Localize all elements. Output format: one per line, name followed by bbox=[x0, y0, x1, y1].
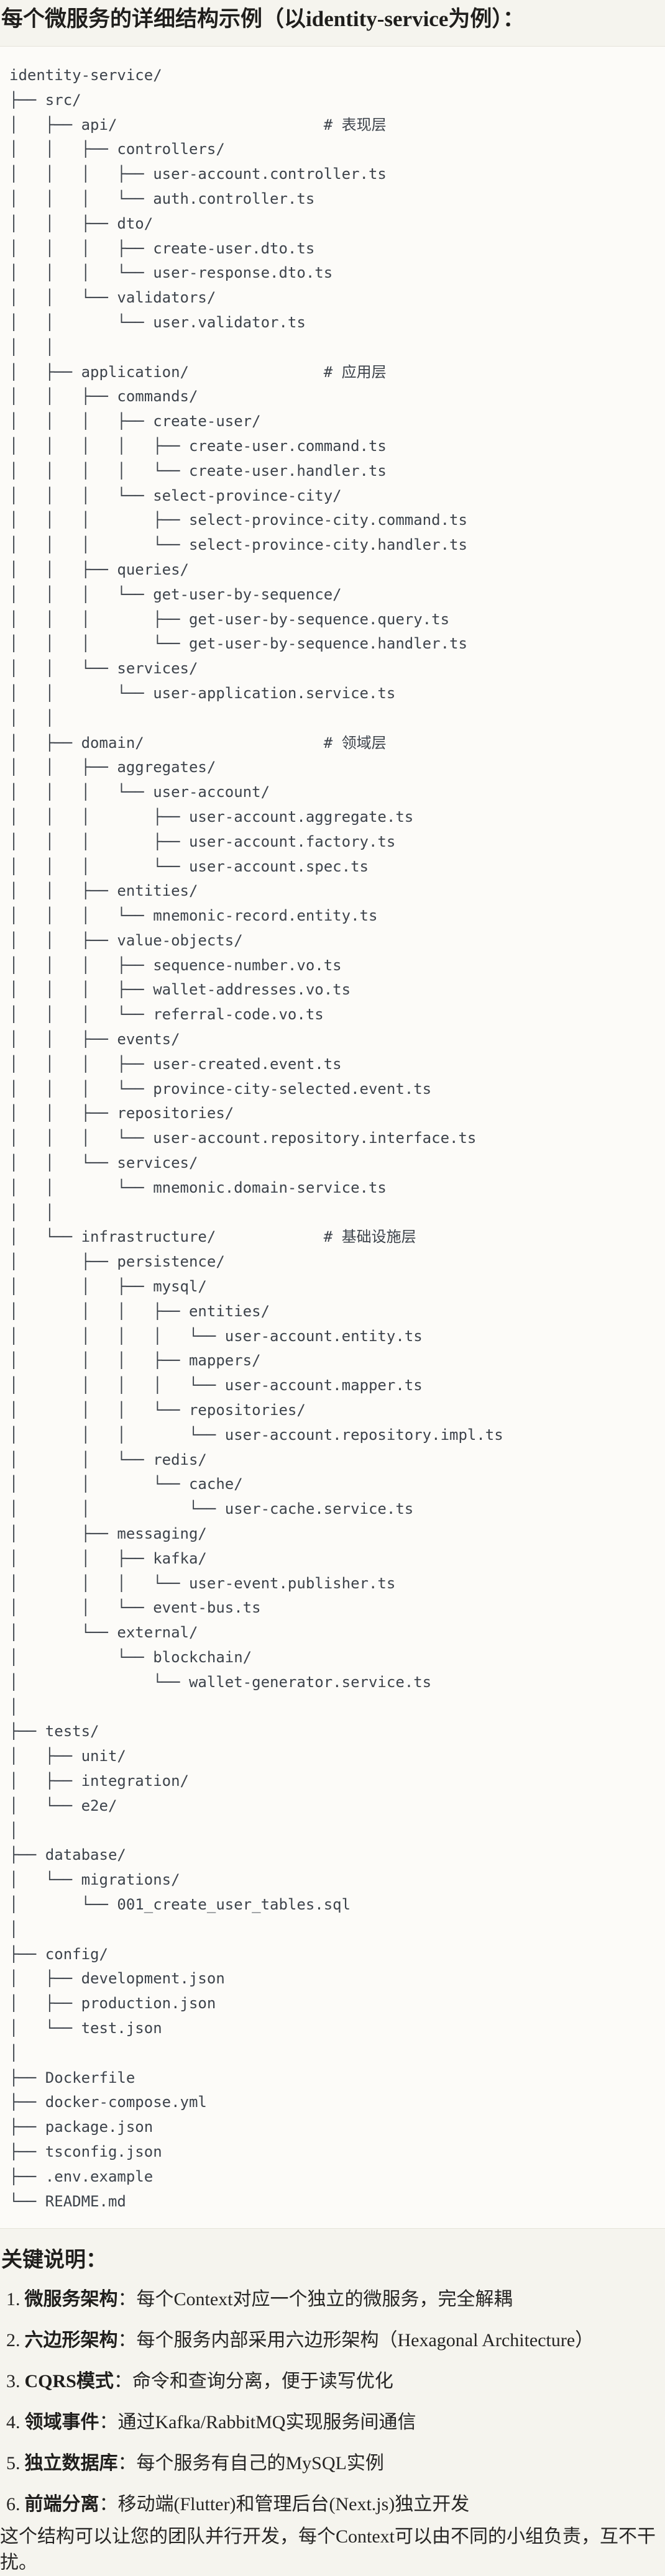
note-list-item: 4.领域事件：通过Kafka/RabbitMQ实现服务间通信 bbox=[6, 2410, 665, 2436]
note-item-number: 5. bbox=[6, 2453, 21, 2474]
note-item-description: 通过Kafka/RabbitMQ实现服务间通信 bbox=[117, 2412, 416, 2433]
note-item-term: 领域事件 bbox=[24, 2412, 99, 2433]
directory-tree-text: identity-service/ ├── src/ │ ├── api/ # … bbox=[9, 66, 503, 2210]
note-list-item: 5.独立数据库：每个服务有自己的MySQL实例 bbox=[6, 2451, 665, 2477]
notes-list: 1.微服务架构：每个Context对应一个独立的微服务，完全解耦 2.六边形架构… bbox=[0, 2287, 665, 2518]
note-item-number: 6. bbox=[6, 2494, 21, 2515]
note-item-description: 每个服务有自己的MySQL实例 bbox=[136, 2453, 384, 2474]
note-item-description: 每个Context对应一个独立的微服务，完全解耦 bbox=[136, 2289, 513, 2310]
note-list-item: 1.微服务架构：每个Context对应一个独立的微服务，完全解耦 bbox=[6, 2287, 665, 2313]
note-item-description: 移动端(Flutter)和管理后台(Next.js)独立开发 bbox=[117, 2494, 470, 2515]
note-list-item: 3.CQRS模式：命令和查询分离，便于读写优化 bbox=[6, 2369, 665, 2395]
note-item-term: 前端分离 bbox=[24, 2494, 99, 2515]
note-item-term: 独立数据库 bbox=[24, 2453, 118, 2474]
note-item-colon: ： bbox=[117, 2330, 137, 2351]
closing-paragraph: 这个结构可以让您的团队并行开发，每个Context可以由不同的小组负责，互不干扰… bbox=[0, 2526, 656, 2574]
note-item-colon: ： bbox=[117, 2289, 137, 2310]
directory-tree-block: identity-service/ ├── src/ │ ├── api/ # … bbox=[0, 46, 665, 2229]
notes-heading: 关键说明： bbox=[1, 2249, 107, 2272]
note-item-colon: ： bbox=[113, 2371, 132, 2392]
note-list-item: 2.六边形架构：每个服务内部采用六边形架构（Hexagonal Architec… bbox=[6, 2328, 665, 2354]
note-item-term: 六边形架构 bbox=[24, 2330, 118, 2351]
note-item-number: 1. bbox=[6, 2289, 21, 2310]
note-item-term: CQRS模式 bbox=[24, 2371, 114, 2392]
note-item-colon: ： bbox=[117, 2453, 137, 2474]
note-list-item: 6.前端分离：移动端(Flutter)和管理后台(Next.js)独立开发 bbox=[6, 2492, 665, 2518]
note-item-colon: ： bbox=[99, 2494, 118, 2515]
note-item-number: 2. bbox=[6, 2330, 21, 2351]
note-item-colon: ： bbox=[99, 2412, 118, 2433]
note-item-number: 4. bbox=[6, 2412, 21, 2433]
note-item-number: 3. bbox=[6, 2371, 21, 2392]
note-item-description: 每个服务内部采用六边形架构（Hexagonal Architecture） bbox=[136, 2330, 594, 2351]
page-title: 每个微服务的详细结构示例（以identity-service为例）： bbox=[1, 7, 525, 31]
note-item-term: 微服务架构 bbox=[24, 2289, 118, 2310]
note-item-description: 命令和查询分离，便于读写优化 bbox=[132, 2371, 393, 2392]
